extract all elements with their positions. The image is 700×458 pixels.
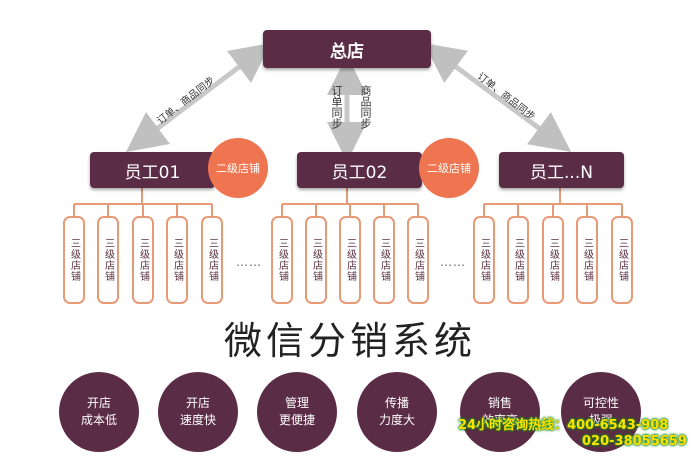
ellipsis-1: …… [236, 255, 262, 269]
feature-line2: 极强 [588, 413, 613, 427]
feature-line2: 更便捷 [278, 413, 315, 427]
ellipsis-2: …… [440, 255, 466, 269]
tertiary-store: 三级店铺 [305, 216, 327, 304]
feature-line2: 效率高 [481, 413, 518, 427]
tertiary-store: 三级店铺 [63, 216, 85, 304]
feature-circle-6: 可控性 极强 [561, 372, 641, 452]
feature-line2: 成本低 [80, 413, 117, 427]
tertiary-store: 三级店铺 [473, 216, 495, 304]
tertiary-store: 三级店铺 [542, 216, 564, 304]
tertiary-store: 三级店铺 [271, 216, 293, 304]
system-title: 微信分销系统 [223, 319, 476, 363]
feature-line1: 传播 [384, 396, 409, 410]
tertiary-store: 三级店铺 [201, 216, 223, 304]
sync-label-product: 商品同步 [359, 85, 372, 129]
store-tree-3 [483, 188, 623, 216]
secondary-store-badge-2: 二级店铺 [419, 138, 479, 198]
feature-line1: 销售 [487, 396, 512, 410]
tertiary-store: 三级店铺 [132, 216, 154, 304]
staff-box-2: 员工02 [297, 152, 422, 188]
feature-line2: 速度快 [179, 413, 216, 427]
feature-line1: 可控性 [582, 396, 619, 410]
hotline-phone-1: 400-6543-908 [567, 418, 669, 433]
hotline-row-1: 24小时咨询热线：400-6543-908 [458, 414, 668, 433]
tertiary-store: 三级店铺 [166, 216, 188, 304]
tertiary-store: 三级店铺 [576, 216, 598, 304]
staff-box-3: 员工...N [499, 152, 624, 188]
hotline-phone-2: 020-38055659 [582, 434, 687, 449]
sync-arrow-left [126, 42, 271, 153]
staff-box-1: 员工01 [90, 152, 215, 188]
feature-circle-5: 销售 效率高 [460, 372, 540, 452]
tertiary-store: 三级店铺 [611, 216, 633, 304]
tertiary-store: 三级店铺 [373, 216, 395, 304]
feature-line1: 管理 [284, 396, 309, 410]
feature-circle-4: 传播 力度大 [357, 372, 437, 452]
sync-arrow-right [423, 43, 572, 152]
feature-circle-3: 管理 更便捷 [257, 372, 337, 452]
feature-line1: 开店 [185, 396, 210, 410]
store-tree-1 [73, 188, 213, 216]
hotline-label: 24小时咨询热线： [458, 418, 568, 433]
tertiary-store: 三级店铺 [507, 216, 529, 304]
tertiary-store: 三级店铺 [97, 216, 119, 304]
feature-circle-2: 开店 速度快 [158, 372, 238, 452]
feature-line2: 力度大 [378, 413, 415, 427]
secondary-store-badge-1: 二级店铺 [208, 138, 268, 198]
store-tree-2 [281, 188, 419, 216]
feature-circle-1: 开店 成本低 [59, 372, 139, 452]
tertiary-store: 三级店铺 [339, 216, 361, 304]
tertiary-store: 三级店铺 [407, 216, 429, 304]
sync-label-order: 订单同步 [330, 85, 343, 129]
headquarters-box: 总店 [263, 30, 431, 68]
feature-line1: 开店 [86, 396, 111, 410]
